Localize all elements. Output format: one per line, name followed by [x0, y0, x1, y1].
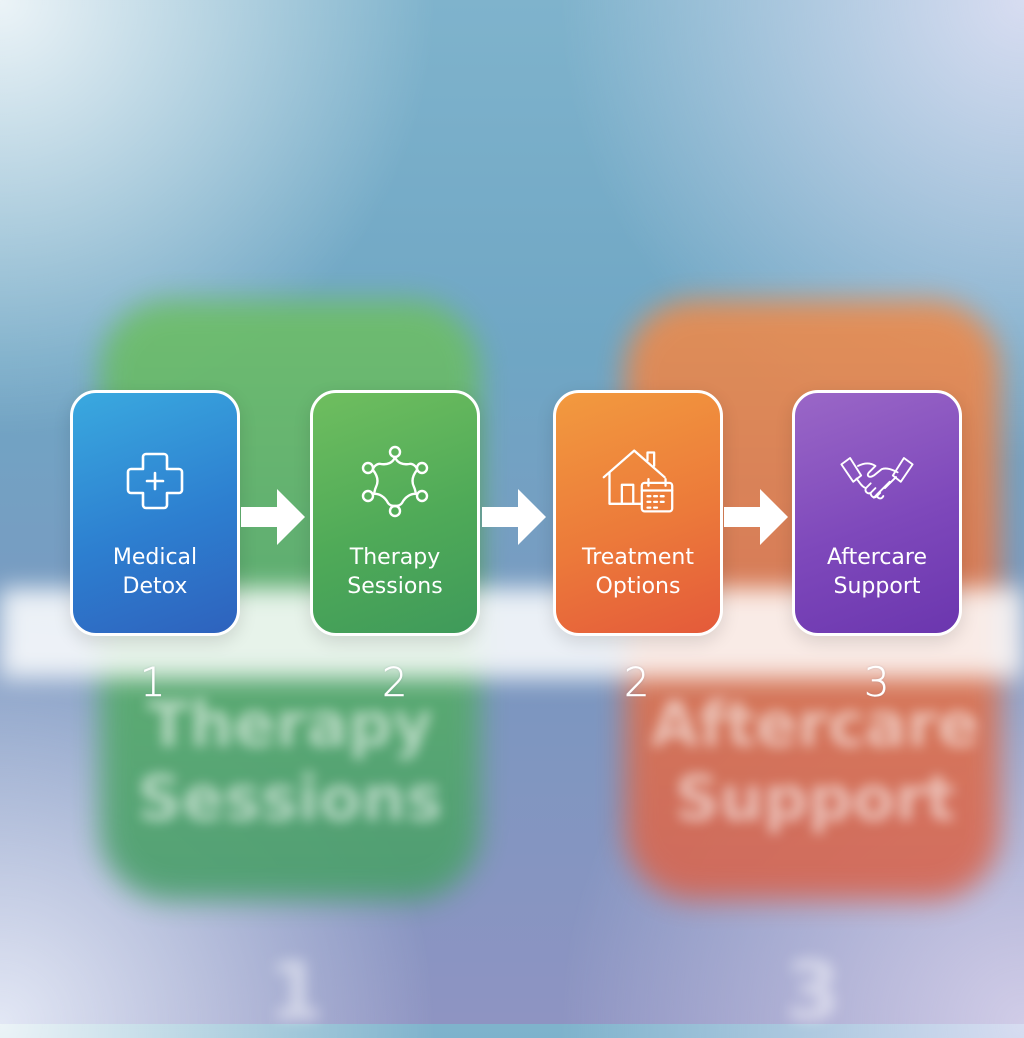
step-label-line1: Treatment — [582, 545, 694, 570]
background-number-right: 3 — [785, 945, 841, 1038]
handshake-icon — [839, 443, 915, 519]
step-number: 2 — [382, 660, 408, 707]
background-right-line2: Support — [674, 762, 956, 836]
medical-cross-icon — [117, 443, 193, 519]
arrow-right-icon — [724, 489, 788, 545]
step-label-line1: Medical — [112, 545, 198, 570]
background-right-line1: Aftercare — [650, 688, 980, 761]
step-card-therapy-sessions: Therapy Sessions — [310, 390, 480, 636]
house-calendar-icon — [600, 443, 676, 519]
step-card-treatment-options: Treatment Options — [553, 390, 723, 636]
background-number-left: 1 — [268, 945, 324, 1038]
step-label-line1: Therapy — [349, 545, 441, 570]
step-number: 3 — [864, 660, 890, 707]
arrow-right-icon — [482, 489, 546, 545]
arrow-right-icon — [241, 489, 305, 545]
step-label-line1: Aftercare — [826, 545, 928, 570]
step-card-medical-detox: Medical Detox — [70, 390, 240, 636]
background-panel-text-left: Therapy Sessions — [100, 688, 480, 837]
background-left-line2: Sessions — [137, 762, 443, 836]
step-label: Treatment Options — [582, 543, 694, 601]
step-label-line2: Options — [595, 574, 681, 599]
background-panel-text-right: Aftercare Support — [625, 688, 1005, 837]
step-label: Aftercare Support — [827, 543, 927, 601]
step-label-line2: Sessions — [347, 574, 443, 599]
group-network-icon — [357, 443, 433, 519]
step-number: 1 — [140, 660, 166, 707]
step-label-line2: Support — [833, 574, 921, 599]
step-card-aftercare-support: Aftercare Support — [792, 390, 962, 636]
step-label-line2: Detox — [122, 574, 188, 599]
step-label: Medical Detox — [113, 543, 197, 601]
step-label: Therapy Sessions — [347, 543, 442, 601]
step-number: 2 — [624, 660, 650, 707]
